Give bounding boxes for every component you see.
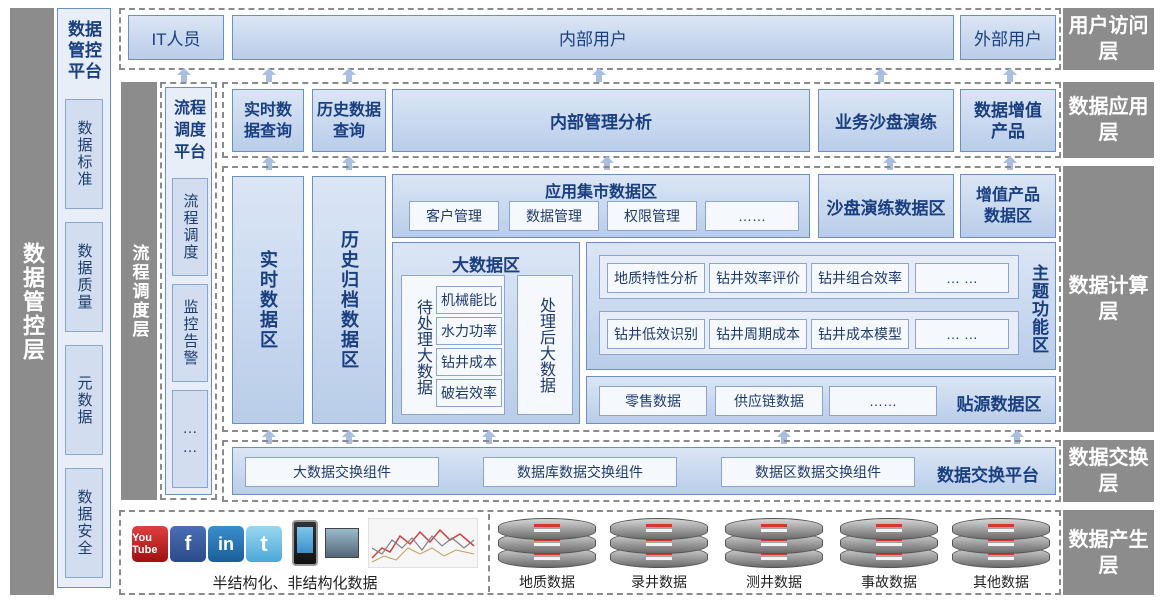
data-generate-frame: [119, 510, 1061, 595]
database-label: 测井数据: [746, 574, 802, 590]
pending-item[interactable]: 机械能比: [436, 286, 502, 314]
topic-item[interactable]: 钻井低效识别: [607, 319, 705, 349]
pending-item[interactable]: 水力功率: [436, 317, 502, 345]
source-zone-title: 贴源数据区: [956, 395, 1042, 414]
value-product-box[interactable]: 数据增值产品: [960, 89, 1056, 152]
internal-users-box[interactable]: 内部用户: [232, 15, 954, 60]
topic-item[interactable]: 钻井效率评价: [709, 263, 807, 293]
up-arrow-icon: [874, 68, 888, 82]
topic-item[interactable]: 钻井组合效率: [811, 263, 909, 293]
sandbox-data-zone[interactable]: 沙盘演练数据区: [818, 174, 954, 238]
up-arrow-icon: [1003, 68, 1017, 82]
sandbox-app-box[interactable]: 业务沙盘演练: [818, 89, 954, 152]
app-market-more-item[interactable]: ……: [705, 201, 799, 231]
device-icon: [325, 528, 359, 558]
external-users-box[interactable]: 外部用户: [960, 15, 1056, 60]
user-access-layer-label: 用户访问层: [1063, 8, 1154, 70]
exchange-component[interactable]: 数据区数据交换组件: [721, 457, 915, 487]
flow-platform-title: 流程调度平台: [173, 100, 206, 161]
processed-bigdata-box[interactable]: 处理后大数据: [517, 275, 573, 415]
history-archive-zone[interactable]: 历史归档数据区: [312, 176, 386, 424]
topic-function-title: 主题功能区: [1029, 264, 1048, 354]
data-app-frame: [222, 82, 1061, 158]
user-access-frame: [119, 8, 1061, 70]
pending-bigdata-box: 待处理大数据 机械能比 水力功率 钻井成本 破岩效率: [401, 275, 505, 415]
control-item-security[interactable]: 数据安全: [65, 468, 103, 578]
internal-analysis-box[interactable]: 内部管理分析: [392, 89, 810, 152]
data-mgmt-item[interactable]: 数据管理: [509, 201, 599, 231]
database-icon: [498, 518, 596, 568]
exchange-platform: 大数据交换组件 数据库数据交换组件 数据区数据交换组件 数据交换平台: [232, 447, 1056, 495]
data-compute-frame: [222, 166, 1061, 432]
app-market-zone: 应用集市数据区 客户管理 数据管理 权限管理 ……: [392, 174, 810, 238]
topic-item[interactable]: … …: [915, 263, 1009, 293]
semi-structured-label: 半结构化、非结构化数据: [212, 575, 378, 592]
database-icon: [725, 518, 823, 568]
data-exchange-layer-label: 数据交换层: [1063, 440, 1154, 502]
data-generate-layer-label: 数据产生层: [1063, 510, 1154, 595]
linkedin-icon: in: [208, 526, 244, 562]
history-query-box[interactable]: 历史数据查询: [312, 89, 386, 152]
facebook-icon: f: [170, 526, 206, 562]
source-item[interactable]: 供应链数据: [715, 386, 823, 416]
topic-item[interactable]: … …: [915, 319, 1009, 349]
up-arrow-icon: [262, 68, 276, 82]
database-icon: [610, 518, 708, 568]
flow-item-more[interactable]: ……: [172, 390, 208, 488]
control-item-quality[interactable]: 数据质量: [65, 222, 103, 332]
control-item-standard[interactable]: 数据标准: [65, 99, 103, 209]
topic-item[interactable]: 钻井周期成本: [709, 319, 807, 349]
data-app-layer-label: 数据应用层: [1063, 82, 1154, 158]
control-item-metadata[interactable]: 元数据: [65, 345, 103, 455]
exchange-platform-title: 数据交换平台: [937, 466, 1039, 485]
permission-mgmt-item[interactable]: 权限管理: [607, 201, 697, 231]
flow-item-scheduling[interactable]: 流程调度: [172, 178, 208, 276]
flow-platform-frame: 流程调度平台 流程调度 监控告警 ……: [160, 82, 217, 500]
customer-mgmt-item[interactable]: 客户管理: [409, 201, 499, 231]
database-label: 其他数据: [973, 574, 1029, 590]
data-control-platform-title: 数据管控平台: [68, 20, 102, 81]
pending-item[interactable]: 钻井成本: [436, 348, 502, 376]
topic-item[interactable]: 地质特性分析: [607, 263, 705, 293]
pending-bigdata-label: 待处理大数据: [414, 299, 431, 395]
data-control-platform: 数据管控平台 数据标准 数据质量 元数据 数据安全: [57, 8, 111, 588]
data-control-layer-label: 数据管控层: [10, 8, 54, 595]
up-arrow-icon: [342, 68, 356, 82]
youtube-icon: You Tube: [132, 526, 168, 562]
database-label: 录井数据: [631, 574, 687, 590]
realtime-data-zone[interactable]: 实时数据区: [232, 176, 304, 424]
trend-chart-icon: [368, 518, 478, 568]
source-data-zone: 零售数据 供应链数据 …… 贴源数据区: [586, 376, 1056, 424]
realtime-query-box[interactable]: 实时数据查询: [232, 89, 304, 152]
up-arrow-icon: [177, 68, 191, 82]
up-arrow-icon: [592, 68, 606, 82]
topic-function-zone: 主题功能区 地质特性分析 钻井效率评价 钻井组合效率 … … 钻井低效识别 钻井…: [586, 242, 1056, 370]
app-market-title: 应用集市数据区: [544, 184, 657, 201]
source-item[interactable]: ……: [829, 386, 937, 416]
flow-item-monitoring[interactable]: 监控告警: [172, 284, 208, 382]
topic-item[interactable]: 钻井成本模型: [811, 319, 909, 349]
bigdata-title: 大数据区: [452, 256, 520, 275]
generate-divider: [488, 514, 490, 592]
flow-layer-label: 流程调度层: [121, 82, 157, 500]
database-label: 事故数据: [861, 574, 917, 590]
pending-item[interactable]: 破岩效率: [436, 379, 502, 407]
exchange-component[interactable]: 大数据交换组件: [245, 457, 439, 487]
database-icon: [840, 518, 938, 568]
data-compute-layer-label: 数据计算层: [1063, 166, 1154, 432]
exchange-component[interactable]: 数据库数据交换组件: [483, 457, 677, 487]
source-item[interactable]: 零售数据: [599, 386, 707, 416]
twitter-icon: t: [246, 526, 282, 562]
it-staff-box[interactable]: IT人员: [128, 15, 224, 60]
bigdata-zone: 大数据区 待处理大数据 机械能比 水力功率 钻井成本 破岩效率 处理后大数据: [392, 242, 580, 424]
data-exchange-frame: [222, 440, 1061, 502]
phone-icon: [292, 520, 318, 566]
database-icon: [952, 518, 1050, 568]
database-label: 地质数据: [519, 574, 575, 590]
value-product-zone[interactable]: 增值产品数据区: [960, 174, 1056, 238]
